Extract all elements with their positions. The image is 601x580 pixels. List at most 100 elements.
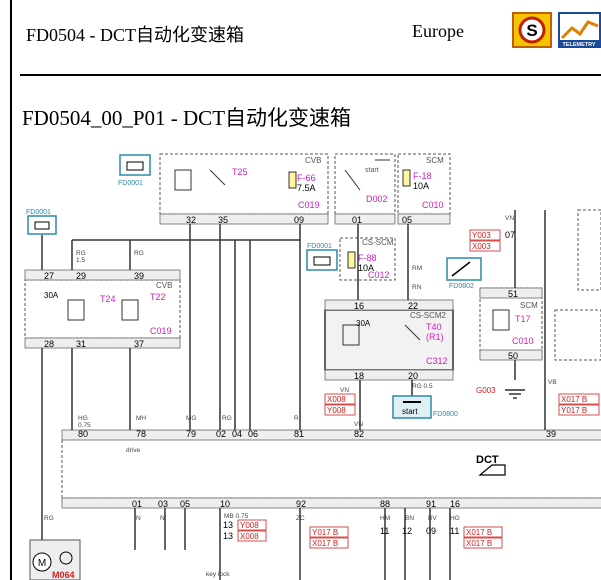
pin-number: 22 (408, 301, 418, 311)
connector-label: C010 (422, 200, 444, 210)
pin-number: 78 (136, 429, 146, 439)
t24-relay-coil (67, 299, 85, 321)
pin-number: 39 (546, 429, 556, 439)
connector-code: Y017 B (312, 528, 338, 537)
right-module-2 (554, 309, 601, 361)
pin-number: 29 (76, 271, 86, 281)
wire-color: BV (428, 515, 437, 522)
pin-number: 03 (158, 499, 168, 509)
fuse-label: F-18 (413, 171, 432, 181)
relay-label: T40 (426, 322, 442, 332)
wire-color: N (160, 515, 165, 522)
component-label: D002 (366, 194, 388, 204)
pin-number: 20 (408, 371, 418, 381)
connector-code: X017 B (466, 528, 492, 537)
fuse-rating: 10A (413, 181, 429, 191)
s-circle-logo-icon: S (512, 12, 552, 48)
pin-number: 13 (223, 520, 233, 530)
t40-relay-coil (342, 324, 360, 346)
wire-color: VN (340, 387, 349, 394)
connector-code: X017 B (561, 395, 587, 404)
relay-label: (R1) (426, 332, 444, 342)
module-label: SCM (520, 301, 538, 310)
document-title: FD0504 - DCT自动化变速箱 (26, 25, 245, 45)
wire-color: R (294, 415, 299, 422)
battery-icon (306, 249, 338, 271)
wire-color: BN (405, 515, 414, 522)
wire-color: RG (44, 515, 54, 522)
pin-number: 05 (180, 499, 190, 509)
sensor-icon (446, 257, 482, 281)
wire-color: VN (354, 421, 363, 428)
drive-label: drive (126, 447, 140, 454)
wire-color: RG 0.5 (412, 383, 433, 390)
wire-color: RG (222, 415, 232, 422)
pin-number: 05 (402, 215, 412, 225)
wire-color: VN (505, 215, 514, 222)
connector-code: Y017 B (561, 406, 587, 415)
pin-number: 91 (426, 499, 436, 509)
region-label: Europe (412, 21, 464, 41)
connector-label: C312 (426, 356, 448, 366)
wiring-diagram: M FD0001 FD0001 FD0001 FD0800 FD0802 CVB… (24, 153, 601, 580)
pin-number: 80 (78, 429, 88, 439)
fuse-rating: 7.5A (297, 183, 316, 193)
pin-number: 35 (218, 215, 228, 225)
pin-number: 01 (352, 215, 362, 225)
motor-code: M064 (52, 570, 75, 580)
wire-gauge: 0.75 (78, 422, 91, 429)
pin-number: 92 (296, 499, 306, 509)
pin-number: 32 (186, 215, 196, 225)
connector-code: Y008 (327, 406, 346, 415)
module-label: CVB (156, 281, 172, 290)
d002-module (334, 153, 396, 215)
relay-label: T24 (100, 294, 116, 304)
pin-number: 27 (44, 271, 54, 281)
wire-color: HG (450, 515, 460, 522)
connector-code: Y003 (472, 231, 491, 240)
svg-text:M: M (38, 558, 46, 569)
telemetry-label: TELEMETRY (562, 42, 595, 48)
wire-color: RG (134, 250, 144, 257)
fuse-label: F-88 (358, 253, 377, 263)
battery-icon (119, 154, 151, 176)
ref-fd0802: FD0802 (449, 283, 474, 290)
wire-color: HM (380, 515, 390, 522)
t17-relay-coil (492, 309, 510, 331)
pin-number: 11 (450, 526, 459, 536)
header-divider (20, 74, 601, 76)
pin-number: 07 (505, 230, 515, 240)
pin-number: 37 (134, 339, 144, 349)
pin-number: 51 (508, 289, 518, 299)
pin-number: 39 (134, 271, 144, 281)
dct-gearbox-icon (478, 464, 506, 476)
connector-label: C012 (368, 270, 390, 280)
pin-number: 09 (294, 215, 304, 225)
ref-fd0001: FD0001 (26, 209, 51, 216)
cs-scm-module (339, 237, 396, 281)
pin-number: 12 (402, 526, 412, 536)
t25-relay-coil (174, 169, 192, 191)
pin-number: 31 (76, 339, 86, 349)
relay-label: T25 (232, 167, 248, 177)
ground-icon (505, 389, 525, 399)
start-key-label: start (402, 407, 418, 416)
pin-number: 16 (354, 301, 364, 311)
ref-fd0800: FD0800 (433, 411, 458, 418)
start-key-icon (392, 395, 432, 419)
motor-icon: M (29, 539, 81, 580)
fuse-rating: 10A (358, 263, 374, 273)
right-module (577, 209, 601, 291)
key-lock-label: key lock (206, 571, 230, 578)
svg-text:S: S (526, 21, 537, 40)
pin-number: 88 (380, 499, 390, 509)
fuse-rating: 30A (356, 319, 371, 328)
pin-number: 28 (44, 339, 54, 349)
relay-label: T17 (515, 314, 531, 324)
connector-label: C019 (298, 200, 320, 210)
connector-code: X017 B (312, 539, 338, 548)
connector-code: Y008 (240, 521, 259, 530)
pin-number: 16 (450, 499, 460, 509)
pin-number: 79 (186, 429, 196, 439)
f66-fuse (288, 171, 297, 189)
